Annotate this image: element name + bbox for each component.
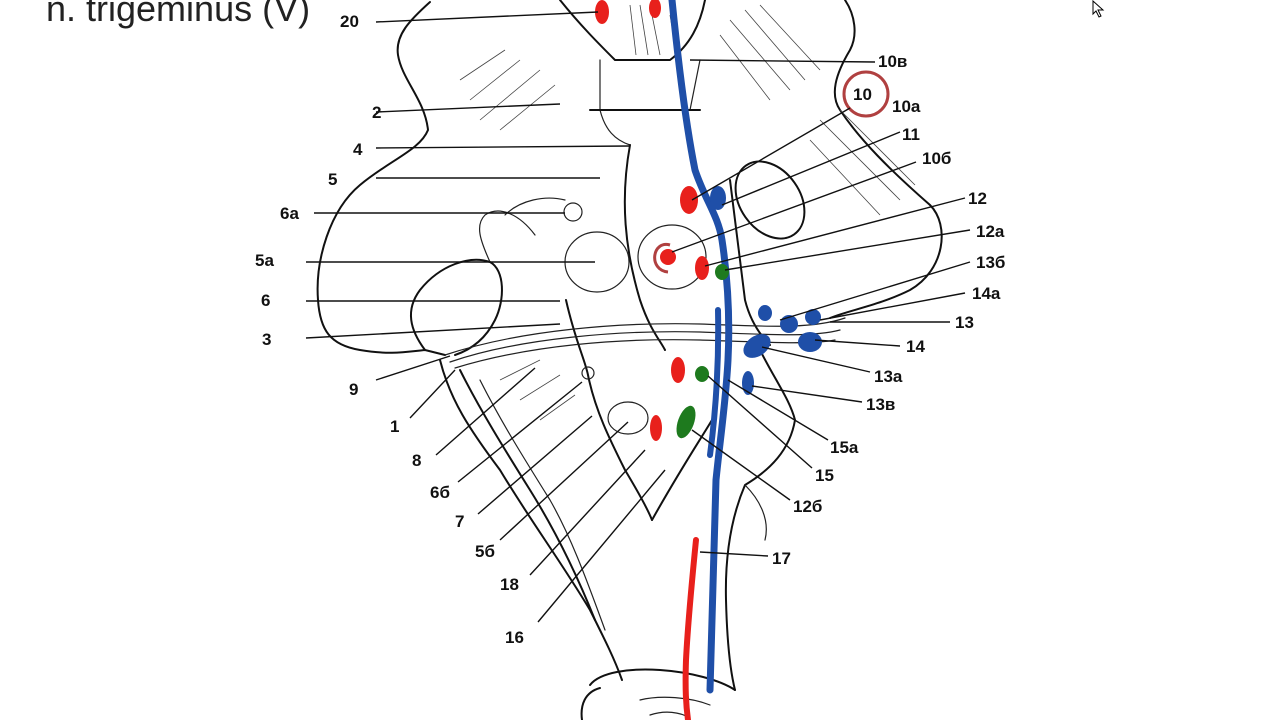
blue-tract-secondary: [707, 307, 722, 458]
red-nucleus-10b: [660, 249, 676, 265]
label-6a: 6а: [280, 204, 299, 223]
red-nucleus-lower-2: [650, 415, 662, 441]
label-5a: 5а: [255, 251, 274, 270]
label-12b: 12б: [793, 497, 822, 516]
label-1: 1: [390, 417, 399, 436]
green-nucleus-12b: [676, 405, 696, 439]
red-tract-lower: [682, 537, 699, 720]
label-13: 13: [955, 313, 974, 332]
label-7: 7: [455, 512, 464, 531]
label-10b: 10б: [922, 149, 951, 168]
red-nucleus-top-left: [595, 0, 609, 24]
label-17: 17: [772, 549, 791, 568]
label-2: 2: [372, 103, 381, 122]
label-15: 15: [815, 466, 834, 485]
nuclei-group: [595, 0, 890, 720]
label-14a: 14а: [972, 284, 1001, 303]
label-10-highlight-circle: [842, 70, 890, 118]
slide-title: n. trigeminus (V): [46, 0, 311, 29]
label-10: 10: [853, 85, 872, 104]
label-4: 4: [353, 140, 363, 159]
label-12: 12: [968, 189, 987, 208]
green-nucleus-13b: [715, 264, 729, 280]
label-5b: 5б: [475, 542, 495, 561]
blue-nucleus-14a-2: [780, 315, 798, 333]
label-12a: 12а: [976, 222, 1005, 241]
label-15a: 15а: [830, 438, 859, 457]
label-6b: 6б: [430, 483, 450, 502]
leader-lines: [305, 11, 971, 623]
label-10v: 10в: [878, 52, 907, 71]
label-11: 11: [902, 125, 920, 144]
red-nucleus-lower-1: [671, 357, 685, 383]
label-18: 18: [500, 575, 519, 594]
blue-tract-main: [668, 0, 733, 694]
green-nucleus-15: [695, 366, 709, 382]
label-3: 3: [262, 330, 271, 349]
label-16: 16: [505, 628, 524, 647]
label-10a: 10а: [892, 97, 921, 116]
label-13v: 13в: [866, 395, 895, 414]
label-13b: 13б: [976, 253, 1005, 272]
red-nucleus-12: [695, 256, 709, 280]
red-nucleus-10: [680, 186, 698, 214]
red-nucleus-top-center: [649, 0, 661, 18]
red-hook-marker: [653, 243, 671, 274]
labels: 20 10в 10 10а 11 10б 2 4 5 6а 5а 6 3 9 1…: [255, 12, 1005, 647]
label-5: 5: [328, 170, 337, 189]
blue-nucleus-10v: [710, 186, 726, 210]
label-13a: 13а: [874, 367, 903, 386]
blue-nucleus-13a: [743, 334, 771, 358]
blue-nucleus-14a-1: [758, 305, 772, 321]
label-14: 14: [906, 337, 925, 356]
blue-nucleus-14a-3: [805, 309, 821, 325]
label-20: 20: [340, 12, 359, 31]
mouse-pointer-icon: [1092, 0, 1105, 18]
label-8: 8: [412, 451, 421, 470]
blue-nucleus-14: [798, 332, 822, 352]
label-6: 6: [261, 291, 270, 310]
label-9: 9: [349, 380, 358, 399]
brainstem-outline: [316, 0, 943, 720]
blue-nucleus-13v: [742, 371, 754, 395]
